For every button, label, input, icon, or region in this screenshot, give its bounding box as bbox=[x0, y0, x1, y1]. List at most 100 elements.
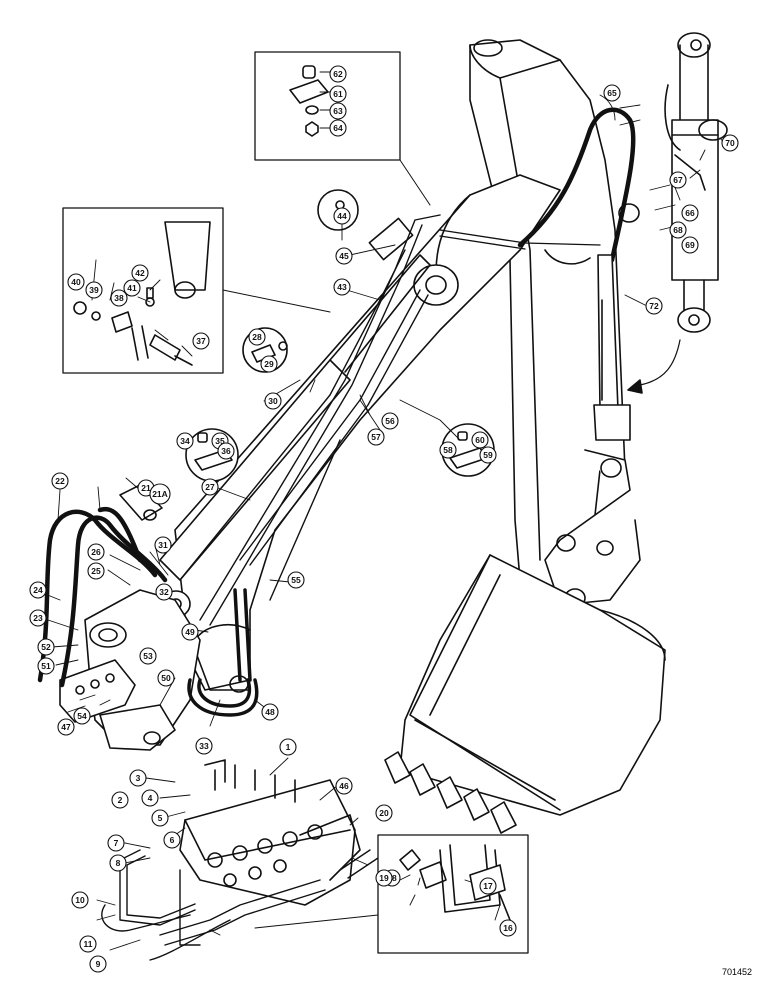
callout-59: 59 bbox=[479, 446, 497, 464]
callout-circle bbox=[79, 935, 97, 953]
callout-circle bbox=[375, 804, 393, 822]
callout-circle bbox=[329, 119, 347, 137]
callout-circle bbox=[669, 221, 687, 239]
valve-tubes bbox=[101, 849, 379, 961]
callout-55: 55 bbox=[287, 571, 305, 589]
callout-circle bbox=[157, 669, 175, 687]
callout-number: 7 bbox=[114, 838, 119, 848]
callout-circle bbox=[123, 279, 141, 297]
callout-64: 64 bbox=[329, 119, 347, 137]
callout-number: 50 bbox=[161, 673, 171, 683]
callout-46: 46 bbox=[335, 777, 353, 795]
callout-circle bbox=[264, 392, 282, 410]
callout-circle bbox=[29, 581, 47, 599]
callout-number: 3 bbox=[136, 773, 141, 783]
callout-4: 4 bbox=[141, 789, 159, 807]
callout-number: 24 bbox=[33, 585, 43, 595]
callout-72: 72 bbox=[645, 297, 663, 315]
callout-circle bbox=[154, 536, 172, 554]
callout-number: 52 bbox=[41, 642, 51, 652]
callout-number: 49 bbox=[185, 627, 195, 637]
callout-circle bbox=[87, 562, 105, 580]
detail-box-bracket bbox=[254, 51, 401, 161]
callout-number: 17 bbox=[483, 881, 493, 891]
callout-number: 34 bbox=[180, 436, 190, 446]
callout-labels: 123456789101116171819202121A222324252627… bbox=[29, 65, 739, 973]
callout-number: 2 bbox=[118, 795, 123, 805]
callout-circle bbox=[287, 571, 305, 589]
callout-circle bbox=[192, 332, 210, 350]
callout-number: 10 bbox=[75, 895, 85, 905]
callout-circle bbox=[333, 207, 351, 225]
callout-number: 39 bbox=[89, 285, 99, 295]
callout-circle bbox=[155, 583, 173, 601]
callout-circle bbox=[261, 703, 279, 721]
callout-34: 34 bbox=[176, 432, 194, 450]
callout-number: 66 bbox=[685, 208, 695, 218]
callout-number: 6 bbox=[170, 835, 175, 845]
callout-circle bbox=[248, 328, 266, 346]
bucket-hose bbox=[517, 107, 636, 263]
callout-circle bbox=[335, 777, 353, 795]
callout-circle bbox=[176, 432, 194, 450]
callout-58: 58 bbox=[439, 441, 457, 459]
clamp-bottom-detail bbox=[399, 844, 511, 921]
callout-circle bbox=[721, 134, 739, 152]
callout-21A: 21A bbox=[149, 483, 171, 505]
callout-circle bbox=[109, 854, 127, 872]
callout-37: 37 bbox=[192, 332, 210, 350]
callout-number: 38 bbox=[114, 293, 124, 303]
callout-9: 9 bbox=[89, 955, 107, 973]
callout-circle bbox=[149, 483, 171, 505]
callout-42: 42 bbox=[131, 264, 149, 282]
callout-circle bbox=[37, 657, 55, 675]
callout-circle bbox=[329, 102, 347, 120]
callout-number: 16 bbox=[503, 923, 513, 933]
callout-41: 41 bbox=[123, 279, 141, 297]
callout-circle bbox=[499, 919, 517, 937]
callout-63: 63 bbox=[329, 102, 347, 120]
callout-number: 47 bbox=[61, 722, 71, 732]
callout-circle bbox=[181, 623, 199, 641]
callout-circle bbox=[195, 737, 213, 755]
callout-circle bbox=[139, 647, 157, 665]
callout-circle bbox=[279, 738, 297, 756]
callout-number: 72 bbox=[649, 301, 659, 311]
callout-number: 58 bbox=[443, 445, 453, 455]
callout-22: 22 bbox=[51, 472, 69, 490]
callout-52: 52 bbox=[37, 638, 55, 656]
callout-16: 16 bbox=[499, 919, 517, 937]
callout-circle bbox=[71, 891, 89, 909]
bucket bbox=[384, 554, 666, 834]
callout-number: 57 bbox=[371, 432, 381, 442]
callout-67: 67 bbox=[669, 171, 687, 189]
callout-number: 65 bbox=[607, 88, 617, 98]
callout-circle bbox=[381, 412, 399, 430]
callout-60: 60 bbox=[471, 431, 489, 449]
callout-number: 35 bbox=[215, 436, 225, 446]
callout-number: 21A bbox=[152, 489, 168, 499]
callout-number: 68 bbox=[673, 225, 683, 235]
callout-number: 21 bbox=[141, 483, 151, 493]
callout-8: 8 bbox=[109, 854, 127, 872]
callout-28: 28 bbox=[248, 328, 266, 346]
callout-26: 26 bbox=[87, 543, 105, 561]
callout-40: 40 bbox=[67, 273, 85, 291]
callout-1: 1 bbox=[279, 738, 297, 756]
callout-27: 27 bbox=[201, 478, 219, 496]
callout-circle bbox=[85, 281, 103, 299]
callout-circle bbox=[201, 478, 219, 496]
callout-70: 70 bbox=[721, 134, 739, 152]
callout-number: 11 bbox=[84, 939, 93, 949]
callout-number: 31 bbox=[158, 540, 168, 550]
callout-49: 49 bbox=[181, 623, 199, 641]
callout-circle bbox=[479, 877, 497, 895]
callout-circle bbox=[129, 769, 147, 787]
callout-number: 40 bbox=[71, 277, 81, 287]
callout-number: 70 bbox=[725, 138, 735, 148]
callout-43: 43 bbox=[333, 278, 351, 296]
callout-47: 47 bbox=[57, 718, 75, 736]
callout-number: 8 bbox=[116, 858, 121, 868]
